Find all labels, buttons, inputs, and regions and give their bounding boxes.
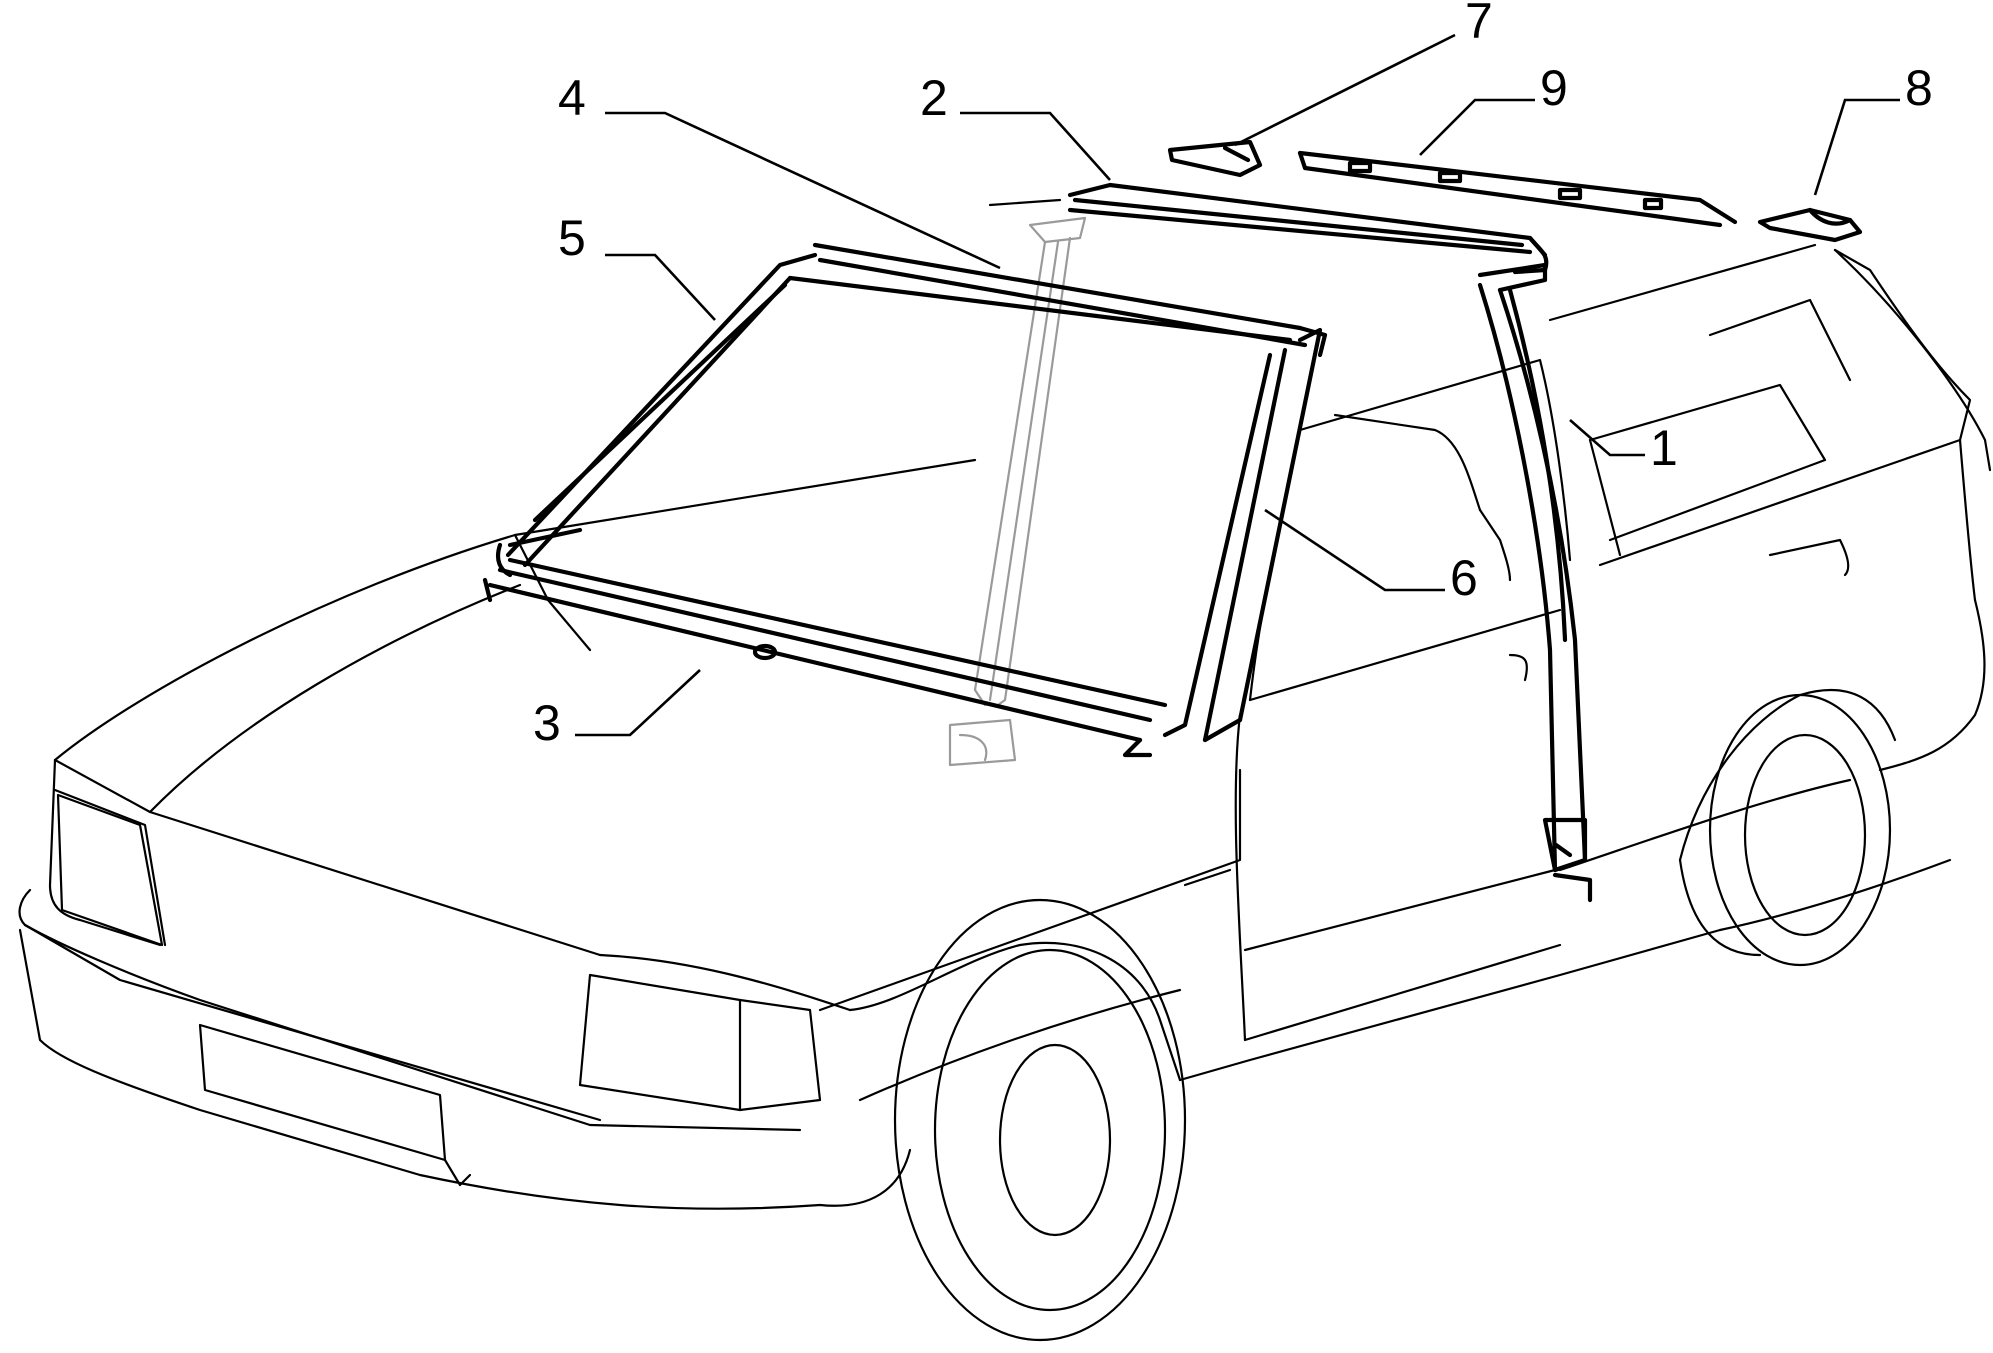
leader-lines <box>575 33 1900 737</box>
part-1-b-pillar <box>1477 262 1593 903</box>
part-6-a-pillar-right <box>1162 327 1323 743</box>
part-2-roof-rail <box>1067 182 1549 275</box>
callout-3: 3 <box>533 695 561 751</box>
callout-4: 4 <box>558 70 586 126</box>
part-5-a-pillar-left <box>495 252 818 578</box>
leader-3 <box>575 669 701 737</box>
part-9-rear-roof-rail <box>1297 150 1738 228</box>
part-3-cowl-panel <box>482 527 1168 758</box>
callout-6: 6 <box>1450 550 1478 606</box>
callout-9: 9 <box>1540 60 1568 116</box>
callout-1: 1 <box>1650 420 1678 476</box>
leader-1 <box>1569 419 1645 457</box>
car-body-outline <box>18 198 1992 1342</box>
leader-8 <box>1813 98 1900 196</box>
callout-labels: 1 2 3 4 5 6 7 8 9 <box>533 0 1933 751</box>
leader-6 <box>1264 508 1445 592</box>
part-8-rear-bracket <box>1757 207 1863 243</box>
callout-5: 5 <box>558 210 586 266</box>
part-7-roof-bracket <box>1167 139 1263 178</box>
leader-5 <box>605 253 716 321</box>
ghost-inner-pillar <box>948 216 1087 767</box>
callout-8: 8 <box>1905 60 1933 116</box>
callout-7: 7 <box>1465 0 1493 49</box>
callout-2: 2 <box>920 70 948 126</box>
leader-7 <box>1234 33 1456 147</box>
leader-9 <box>1419 98 1535 156</box>
part-4-windshield-header <box>787 242 1328 358</box>
leader-4 <box>605 111 1001 270</box>
leader-2 <box>960 111 1111 181</box>
